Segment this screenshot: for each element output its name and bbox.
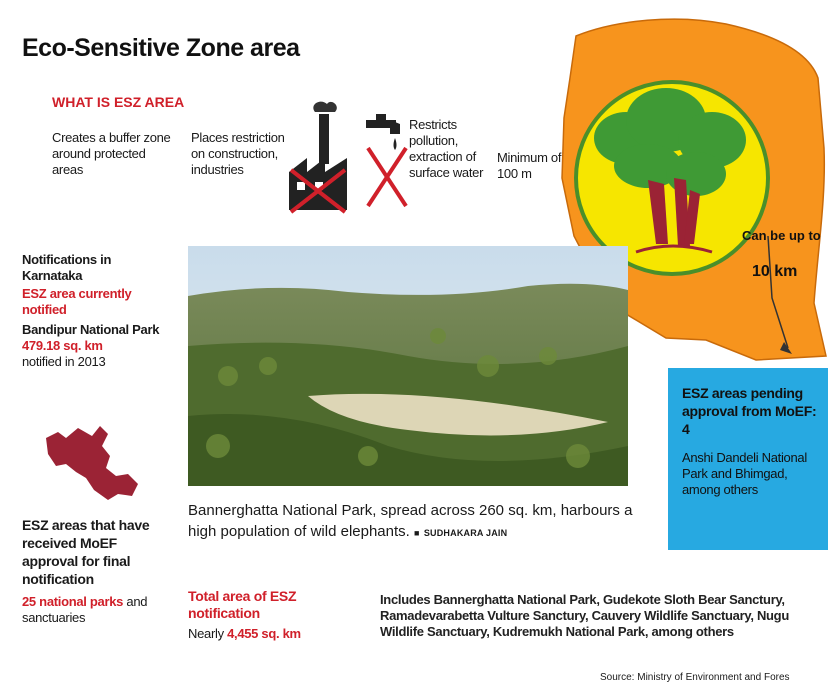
bandipur-line: Bandipur National Park 479.18 sq. km <box>22 322 172 354</box>
buffer-zone-text: Creates a buffer zone around protected a… <box>52 130 171 177</box>
esz-map-illustration: Can be up to 10 km <box>561 18 827 361</box>
what-is-esz-heading: WHAT IS ESZ AREA <box>52 94 185 110</box>
can-be-label: Can be up to <box>742 228 821 243</box>
karnataka-map-icon <box>46 426 138 500</box>
total-area-heading: Total area of ESZ notification <box>188 588 297 621</box>
approval-count-rest: and sanctuaries <box>22 594 148 625</box>
total-area-block: Total area of ESZ notification Nearly 4,… <box>188 588 328 642</box>
approval-block: ESZ areas that have received MoEF approv… <box>22 516 174 626</box>
karnataka-heading: Notifications in Karnataka <box>22 252 112 283</box>
photo-caption-block: Bannerghatta National Park, spread acros… <box>188 500 648 544</box>
pending-heading: ESZ areas pending approval from MoEF: 4 <box>682 385 817 437</box>
notified-subheading: ESZ area currently notified <box>22 286 132 317</box>
pending-approval-box: ESZ areas pending approval from MoEF: 4 … <box>668 368 828 550</box>
approval-count: 25 national parks <box>22 594 124 609</box>
source-credit: Source: Ministry of Environment and Fore… <box>600 672 790 683</box>
karnataka-block: Notifications in Karnataka ESZ area curr… <box>22 252 172 370</box>
included-parks-text: Includes Bannerghatta National Park, Gud… <box>380 592 789 639</box>
minimum-distance-text: Minimum of 100 m <box>497 150 562 181</box>
total-area-prefix: Nearly <box>188 626 224 641</box>
total-area-value: 4,455 sq. km <box>227 626 301 641</box>
approval-text: ESZ areas that have received MoEF approv… <box>22 517 150 587</box>
construction-restriction-text: Places restriction on construction, indu… <box>191 130 285 177</box>
notified-year: notified in 2013 <box>22 354 106 369</box>
page-title: Eco-Sensitive Zone area <box>22 34 300 62</box>
photo-credit-marker: ■ <box>414 528 420 538</box>
bandipur-area: 479.18 sq. km <box>22 338 103 353</box>
distance-label: 10 km <box>752 263 797 280</box>
pending-detail: Anshi Dandeli National Park and Bhimgad,… <box>682 450 807 497</box>
bannerghatta-photo <box>188 246 628 486</box>
bandipur-name: Bandipur National Park <box>22 322 160 337</box>
approval-count-line: 25 national parks and sanctuaries <box>22 594 174 626</box>
factory-icon <box>289 101 347 214</box>
water-tap-icon <box>366 114 408 208</box>
photo-caption: Bannerghatta National Park, spread acros… <box>188 502 633 540</box>
photo-credit: SUDHAKARA JAIN <box>423 528 508 538</box>
total-area-line: Nearly 4,455 sq. km <box>188 626 328 642</box>
pollution-restriction-text: Restricts pollution, extraction of surfa… <box>409 117 484 180</box>
distance-arrow <box>767 235 789 349</box>
tree-icon <box>594 88 746 254</box>
